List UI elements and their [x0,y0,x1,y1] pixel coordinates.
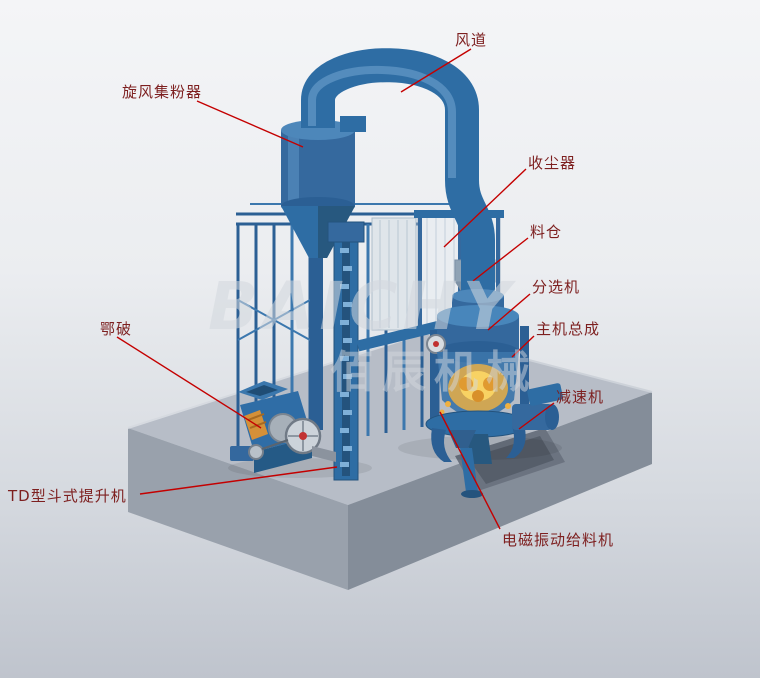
base-front-face [128,428,348,590]
discharge-pit-inner [468,436,554,484]
jaw-crusher-shape [230,381,336,473]
label-cyclone-collector: 旋风集粉器 [122,83,203,101]
base-right-face [348,392,652,590]
grinding-glow [439,364,511,415]
label-air-duct: 风道 [455,31,488,49]
label-main-unit: 主机总成 [536,320,601,338]
leader-cyclone [196,100,304,148]
leader-air-duct [400,48,472,93]
leader-bucket-elevator [139,466,338,495]
label-bucket-elevator: TD型斗式提升机 [8,487,127,505]
crusher-discharge-chute [312,446,336,462]
leader-jaw-crusher [116,336,262,429]
label-reducer: 减速机 [556,388,605,406]
reducer-shape [512,383,563,430]
leader-main-unit [511,335,535,358]
base-edge-highlight [127,332,426,429]
leader-dust-collector [443,168,527,248]
label-jaw-crusher: 鄂破 [100,320,133,338]
concrete-base [127,332,653,590]
bucket-elevator-shape [327,221,450,481]
label-classifier: 分选机 [532,278,581,296]
air-duct-shape [301,48,495,318]
leader-material-bin [472,237,529,282]
leader-reducer [518,402,555,430]
leader-vibrating-feeder [439,411,501,530]
leader-lines [116,48,555,530]
crusher-motor [230,446,254,461]
label-material-bin: 料仓 [530,223,563,241]
label-dust-collector: 收尘器 [528,154,577,172]
elevator-chute [356,318,450,352]
label-vibrating-feeder: 电磁振动给料机 [502,531,615,549]
leader-classifier [487,293,531,331]
